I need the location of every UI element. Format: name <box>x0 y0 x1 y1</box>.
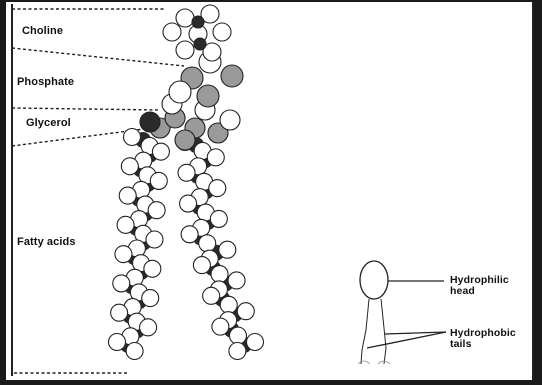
choline-atom <box>194 38 206 50</box>
left-tail-hydrogen <box>150 172 167 189</box>
label-hydrophilic-head: Hydrophilic head <box>450 275 509 297</box>
right-tail-hydrogen <box>178 164 195 181</box>
choline-atom <box>163 23 181 41</box>
left-tail-hydrogen <box>142 290 159 307</box>
choline-atom <box>213 23 231 41</box>
glycerol-atom <box>140 112 160 132</box>
right-tail-hydrogen <box>228 272 245 289</box>
right-tail-hydrogen <box>229 343 246 360</box>
right-tail-hydrogen <box>210 210 227 227</box>
right-tail-hydrogen <box>211 266 228 283</box>
right-tail-hydrogen <box>247 334 264 351</box>
left-tail-hydrogen <box>117 216 134 233</box>
left-tail-hydrogen <box>113 275 130 292</box>
glycerol-atom <box>220 110 240 130</box>
left-tail-hydrogen <box>148 202 165 219</box>
label-hydrophobic-tails: Hydrophobic tails <box>450 328 516 350</box>
left-tail-hydrogen <box>109 334 126 351</box>
right-tail-hydrogen <box>212 318 229 335</box>
choline-atom <box>192 16 204 28</box>
left-tail-hydrogen <box>126 343 143 360</box>
choline-atom <box>176 41 194 59</box>
phosphate-atom <box>169 81 191 103</box>
glycerol-atom <box>175 130 195 150</box>
right-tail-hydrogen <box>219 241 236 258</box>
left-tail-hydrogen <box>111 304 128 321</box>
label-hydrophobic-line2: tails <box>450 339 516 350</box>
right-tail-hydrogen <box>203 287 220 304</box>
left-tail-hydrogen <box>146 231 163 248</box>
label-hydrophilic-line2: head <box>450 286 509 297</box>
left-tail-hydrogen <box>119 187 136 204</box>
phosphate-atom <box>221 65 243 87</box>
paper-background <box>6 2 534 380</box>
label-phosphate: Phosphate <box>17 76 74 88</box>
right-tail-hydrogen <box>229 327 246 344</box>
right-tail-hydrogen <box>209 180 226 197</box>
choline-atom <box>176 9 194 27</box>
left-tail-hydrogen <box>152 143 169 160</box>
right-tail-hydrogen <box>199 235 216 252</box>
left-tail-hydrogen <box>140 319 157 336</box>
right-tail-hydrogen <box>237 303 254 320</box>
right-tail-hydrogen <box>193 257 210 274</box>
left-tail-hydrogen <box>115 246 132 263</box>
label-glycerol: Glycerol <box>26 117 71 129</box>
label-choline: Choline <box>22 25 63 37</box>
label-fatty-acids: Fatty acids <box>17 236 76 248</box>
right-tail-hydrogen <box>207 149 224 166</box>
left-tail-hydrogen <box>124 129 141 146</box>
right-tail-hydrogen <box>220 296 237 313</box>
right-tail-hydrogen <box>181 226 198 243</box>
left-tail-hydrogen <box>121 158 138 175</box>
right-tail-hydrogen <box>180 195 197 212</box>
phosphate-atom <box>197 85 219 107</box>
left-tail-hydrogen <box>144 260 161 277</box>
